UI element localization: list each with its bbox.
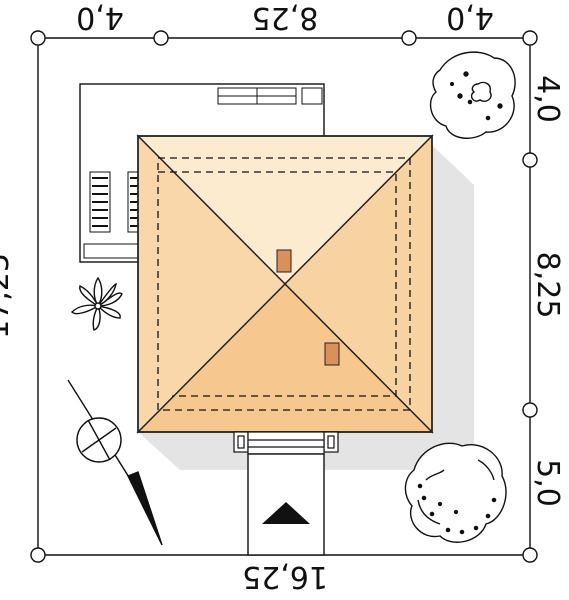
dim-top-right: 4,0 — [446, 0, 494, 35]
dim-top-left: 4,0 — [76, 0, 124, 35]
driveway — [247, 453, 325, 556]
plot-boundary — [37, 37, 531, 556]
house-shadow — [138, 145, 474, 470]
tree-icon — [429, 51, 516, 139]
entrance-steps — [233, 431, 339, 455]
dim-left: 17,25 — [0, 253, 16, 339]
wall-outline — [157, 157, 411, 411]
compass-north-icon — [67, 379, 163, 546]
dim-top-middle: 8,25 — [252, 0, 319, 35]
dim-right-bottom: 5,0 — [530, 459, 565, 507]
dim-bottom: 16,25 — [242, 559, 328, 594]
plant-icon — [71, 276, 123, 331]
chimney — [276, 249, 292, 273]
skylight — [324, 342, 340, 366]
sunbeds — [89, 171, 141, 233]
tree-icon — [404, 442, 507, 543]
boundary-markers — [30, 30, 538, 563]
dim-right-middle: 8,25 — [530, 252, 565, 319]
entrance-arrow-icon — [262, 502, 310, 524]
dim-right-top: 4,0 — [530, 75, 565, 123]
hip-roof — [136, 134, 434, 434]
